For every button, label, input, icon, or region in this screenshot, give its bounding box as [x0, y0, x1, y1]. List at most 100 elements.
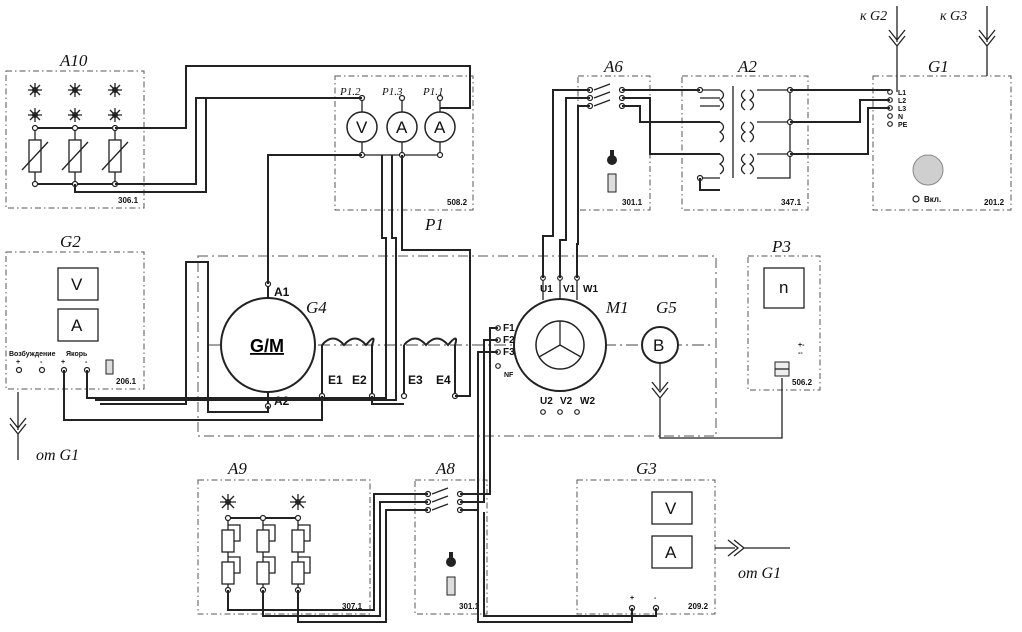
g5-symbol: B: [653, 336, 664, 355]
g1-indicator-icon: [912, 195, 920, 203]
a2-transformer: [696, 86, 794, 182]
g2-switch[interactable]: [105, 359, 114, 375]
arrow-to-g2-icon: [888, 6, 906, 92]
m1-f2: F2: [503, 335, 515, 346]
to-g3-label: к G3: [940, 9, 967, 24]
arrow-to-g3-icon: [978, 6, 996, 76]
g1-terminal-l1: L1: [898, 90, 906, 97]
m1-v2: V2: [560, 396, 573, 407]
a6-label: A6: [603, 57, 623, 76]
a2-box: [681, 75, 809, 211]
g4-machine-label: G/M: [250, 336, 284, 356]
g4-e2-label: E2: [352, 373, 367, 387]
g2-voltmeter: [57, 267, 99, 301]
p1-meter-2-symbol: A: [396, 118, 408, 137]
a2-code: 347.1: [781, 198, 802, 207]
g1-box: [872, 75, 1012, 211]
g3-label: G3: [636, 459, 657, 478]
a10-rheostats: [21, 124, 129, 188]
from-g1-right-label: от G1: [738, 565, 781, 582]
p1-ammeter-1-icon: [386, 111, 418, 143]
g3-meter-v: V: [665, 499, 677, 518]
g2-ammeter: [57, 308, 99, 342]
from-g1-left-label: от G1: [36, 447, 79, 464]
a2-label: A2: [737, 57, 757, 76]
a10-code: 306.1: [118, 196, 139, 205]
g4-e4-label: E4: [436, 373, 451, 387]
g1-terminal-l2: L2: [898, 98, 906, 105]
machine-bench-box: [197, 255, 717, 437]
g2-box: [5, 251, 145, 390]
g3-plus: +: [630, 595, 634, 602]
m1-w2: W2: [580, 396, 595, 407]
m1-f3: F3: [503, 347, 515, 358]
g2-exc-plus: +: [16, 359, 20, 366]
m1-u1: U1: [540, 284, 553, 295]
g5-signal-arrow-icon: [651, 363, 783, 439]
a8-switch: [424, 487, 464, 596]
g2-label: G2: [60, 232, 81, 251]
a9-code: 307.1: [342, 602, 363, 611]
p3-code: 506.2: [792, 378, 813, 387]
p3-label: P3: [771, 237, 791, 256]
g1-terminal-l3: L3: [898, 106, 906, 113]
to-g2-label: к G2: [860, 9, 887, 24]
g2-meter-a: A: [71, 316, 83, 335]
a6-switch: [586, 83, 626, 193]
g3-code: 209.2: [688, 602, 709, 611]
g1-power-button[interactable]: [912, 154, 944, 186]
arrow-from-g1-left-icon: [9, 392, 27, 460]
a9-box: [197, 479, 371, 615]
m1-label: M1: [605, 298, 629, 317]
p1-ammeter-2-icon: [424, 111, 456, 143]
a10-box: [5, 70, 145, 209]
g5-label: G5: [656, 298, 677, 317]
p1-meter-1-symbol: V: [356, 118, 368, 137]
g2-armature-label: Якорь: [66, 351, 88, 358]
a10-label: A10: [59, 51, 88, 70]
g2-arm-minus: -: [85, 359, 88, 366]
m1-u2: U2: [540, 396, 553, 407]
wiring: [63, 65, 890, 623]
a8-box: [414, 479, 488, 615]
p1-voltmeter-icon: [346, 111, 378, 143]
g1-label: G1: [928, 57, 949, 76]
p3-plus-minus: +-: [798, 342, 805, 349]
g3-meter-a: A: [665, 543, 677, 562]
p3-symbol: n: [779, 278, 788, 297]
g2-excitation-label: Возбуждение: [9, 350, 56, 358]
a9-lamps: [220, 494, 306, 510]
g3-minus: -: [654, 595, 657, 602]
p3-box: [747, 255, 821, 391]
g3-box: [576, 479, 716, 615]
g1-code: 201.2: [984, 198, 1005, 207]
a8-label: A8: [435, 459, 455, 478]
a6-code: 301.1: [622, 198, 643, 207]
a8-code: 301.1: [459, 602, 480, 611]
arrow-from-g1-right-icon: [715, 539, 790, 557]
m1-w1: W1: [583, 284, 598, 295]
p1-code: 508.2: [447, 198, 468, 207]
m1-nf: NF: [504, 372, 514, 379]
g1-terminal-n: N: [898, 114, 903, 121]
a9-label: A9: [227, 459, 247, 478]
a9-rheostats: [221, 514, 311, 594]
p1-meter-3-symbol: A: [434, 118, 446, 137]
p3-minus: --: [798, 350, 803, 357]
g2-arm-plus: +: [61, 359, 65, 366]
p1-terminal-1: P1.2: [339, 86, 361, 98]
p1-terminal-3: P1.1: [422, 86, 443, 98]
a10-lamps: [28, 83, 122, 122]
g2-exc-minus: -: [40, 359, 43, 366]
g1-switch-label: Вкл.: [924, 195, 941, 204]
g2-code: 206.1: [116, 377, 137, 386]
g3-voltmeter: [651, 491, 693, 525]
g1-terminal-pe: PE: [898, 122, 908, 129]
g4-e3-label: E3: [408, 373, 423, 387]
g3-ammeter: [651, 535, 693, 569]
g4-label: G4: [306, 298, 327, 317]
g4-e1-label: E1: [328, 373, 343, 387]
m1-f1: F1: [503, 323, 515, 334]
m1-v1: V1: [563, 284, 576, 295]
